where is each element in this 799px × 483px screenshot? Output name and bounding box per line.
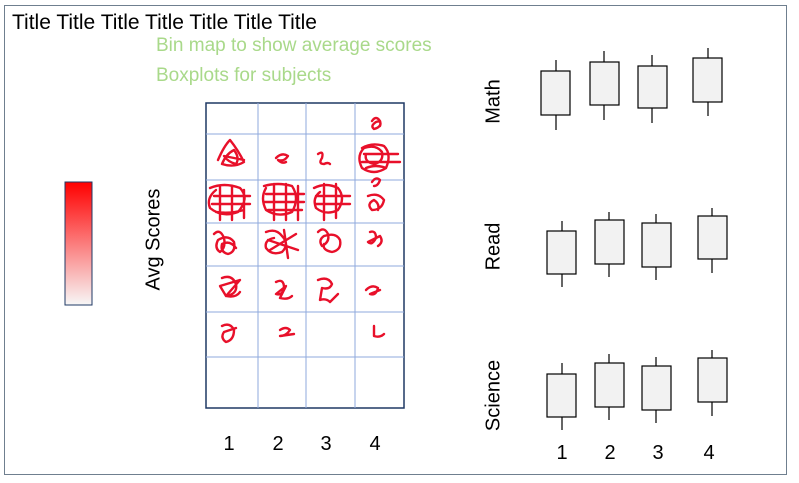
scribble-r4-c1 <box>212 230 238 256</box>
scribble-r6-c4 <box>372 324 386 338</box>
scribble-r3-c3 <box>312 182 352 222</box>
boxplot-x-label-1: 1 <box>556 442 568 464</box>
bin-map-col-label-4: 4 <box>369 433 381 455</box>
bin-map-col-label-3: 3 <box>320 433 332 455</box>
color-legend-bar <box>64 181 93 306</box>
boxplots-science <box>546 350 728 430</box>
scribble-r5-c2 <box>274 279 294 300</box>
scribble-r3-c2 <box>261 182 306 222</box>
scribble-r2-c4b <box>370 177 382 188</box>
scribble-r2-c4 <box>358 143 402 174</box>
subject-label-science: Science <box>482 359 505 432</box>
scribble-r2-c2 <box>274 153 290 164</box>
boxplots-read <box>546 208 728 287</box>
scribble-r5-c4 <box>364 285 382 296</box>
scribble-r3-c4 <box>366 193 386 212</box>
boxplot-x-label-3: 3 <box>652 442 664 464</box>
scribble-r5-c1 <box>218 275 242 298</box>
boxplot-x-label-2: 2 <box>604 442 616 464</box>
scribble-r4-c3 <box>316 228 342 254</box>
scribble-r4-c2 <box>264 228 300 260</box>
subject-label-read: Read <box>482 222 505 271</box>
boxplots-math <box>540 48 723 130</box>
bin-map-axis-label: Avg Scores <box>142 188 165 291</box>
bin-map-col-label-1: 1 <box>223 433 235 455</box>
scribble-r5-c3 <box>316 277 340 304</box>
scribble-r4-c4 <box>366 230 383 248</box>
scribble-r2-c1 <box>216 138 246 167</box>
slide-title: Title Title Title Title Title Title Titl… <box>12 11 317 34</box>
bin-map-col-label-2: 2 <box>272 433 284 455</box>
note-boxplots: Boxplots for subjects <box>156 65 332 86</box>
note-bin-map: Bin map to show average scores <box>156 35 432 56</box>
boxplot-x-label-4: 4 <box>703 442 715 464</box>
scribble-r3-c1 <box>207 183 252 222</box>
scribble-r6-c2 <box>278 326 296 338</box>
subject-label-math: Math <box>482 79 505 124</box>
scribble-r2-c3 <box>316 151 332 166</box>
scribble-r6-c1 <box>220 323 238 344</box>
bin-map-scribbles <box>207 116 402 344</box>
scribble-r1-c4 <box>370 116 382 131</box>
